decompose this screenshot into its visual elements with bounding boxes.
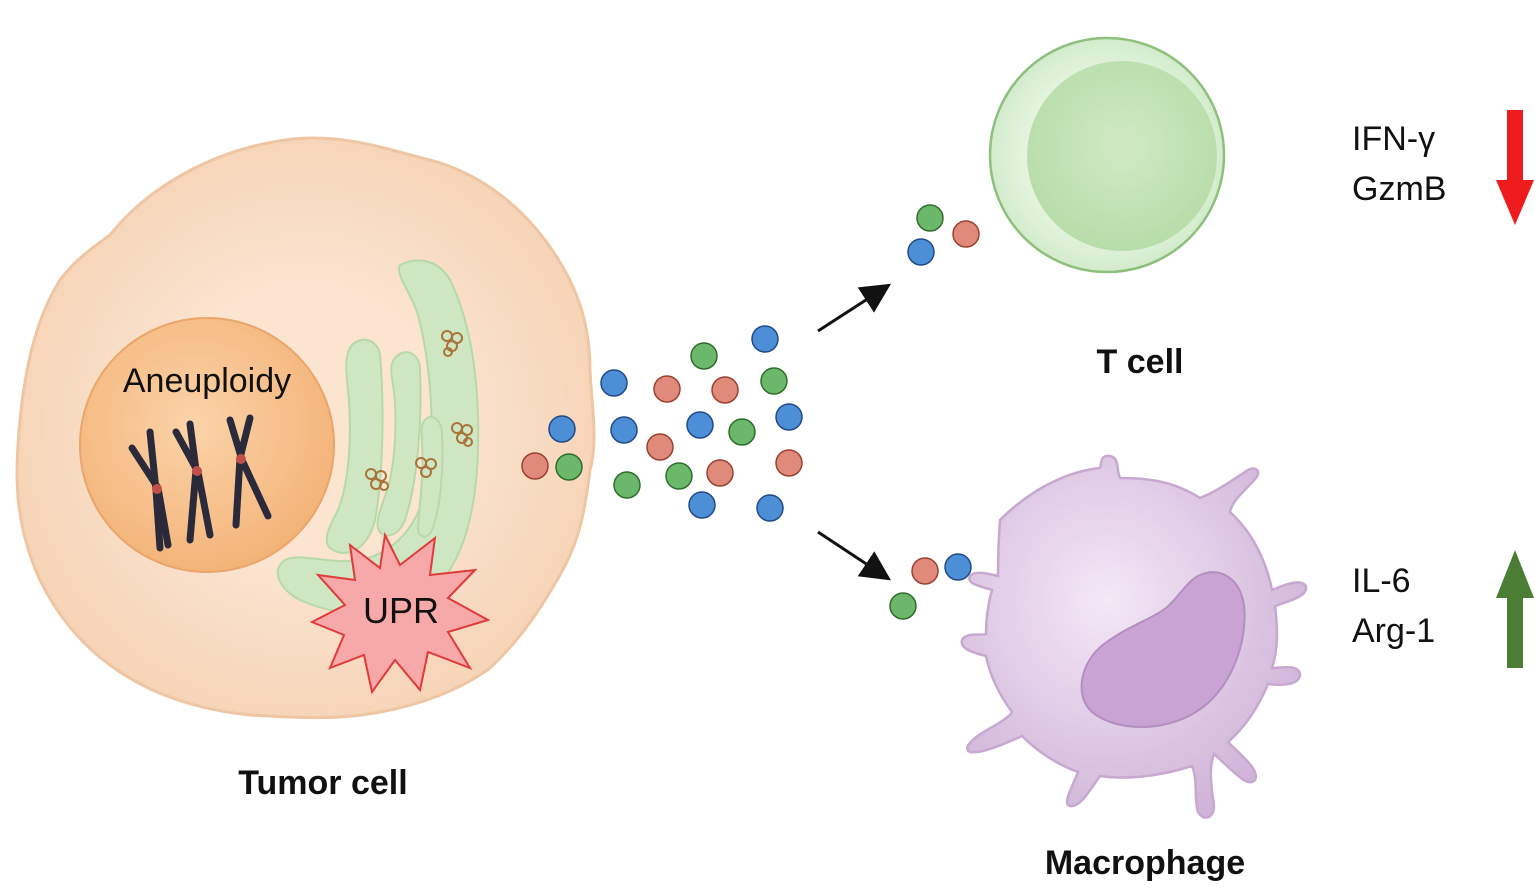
- increase-arrow: [1496, 550, 1534, 668]
- particle-green: [916, 204, 944, 232]
- particle-green: [690, 342, 718, 370]
- macrophage-marker-il6: IL-6: [1352, 562, 1411, 600]
- nucleus-label: Aneuploidy: [123, 362, 291, 400]
- particle-blue: [756, 494, 784, 522]
- ribosome-cluster: [451, 422, 473, 447]
- tumor-cell: Aneuploidy: [15, 136, 596, 720]
- secreted-factors: [600, 325, 803, 522]
- decrease-arrow: [1496, 110, 1534, 225]
- arrow-to-t-cell: [817, 283, 892, 333]
- particle-red: [711, 376, 739, 404]
- particle-red: [952, 220, 980, 248]
- particle-green: [613, 471, 641, 499]
- particle-red: [653, 375, 681, 403]
- ribosome-cluster: [415, 457, 437, 478]
- macrophage-marker-arg1: Arg-1: [1352, 612, 1435, 650]
- macrophage-label: Macrophage: [1045, 844, 1245, 882]
- particle-blue: [610, 416, 638, 444]
- particle-blue: [944, 553, 972, 581]
- particle-blue: [600, 369, 628, 397]
- particle-green: [760, 367, 788, 395]
- t-cell-marker-gzmb: GzmB: [1352, 170, 1446, 208]
- particle-red: [646, 433, 674, 461]
- particle-green: [555, 453, 583, 481]
- upr-label: UPR: [363, 590, 439, 631]
- particle-blue: [775, 403, 803, 431]
- macrophage: [889, 454, 1308, 819]
- t-cell: [907, 36, 1226, 274]
- chromosome: [172, 420, 214, 544]
- ribosome-clusters: [365, 330, 473, 491]
- chromosomes: [128, 414, 272, 552]
- t-cell-nucleus: [1027, 61, 1217, 251]
- ribosome-cluster: [365, 468, 389, 491]
- chromosome: [226, 414, 272, 529]
- particle-green: [665, 462, 693, 490]
- endoplasmic-reticulum: [276, 259, 480, 615]
- particle-blue: [907, 238, 935, 266]
- particle-blue: [751, 325, 779, 353]
- particle-green: [889, 592, 917, 620]
- t-cell-marker-ifng: IFN-γ: [1352, 120, 1435, 158]
- particle-blue: [548, 415, 576, 443]
- particle-green: [728, 418, 756, 446]
- particle-red: [775, 449, 803, 477]
- upr-starburst: [309, 531, 491, 695]
- macrophage-nucleus: [1080, 571, 1246, 728]
- particle-red: [911, 557, 939, 585]
- particle-blue: [686, 411, 714, 439]
- tumor-cell-label: Tumor cell: [238, 764, 407, 802]
- particle-blue: [688, 491, 716, 519]
- t-cell-label: T cell: [1097, 343, 1184, 381]
- ribosome-cluster: [441, 330, 463, 357]
- chromosome: [128, 428, 172, 552]
- nucleus: [79, 317, 335, 573]
- particle-red: [706, 459, 734, 487]
- arrow-to-macrophage: [817, 530, 892, 581]
- particle-red: [521, 452, 549, 480]
